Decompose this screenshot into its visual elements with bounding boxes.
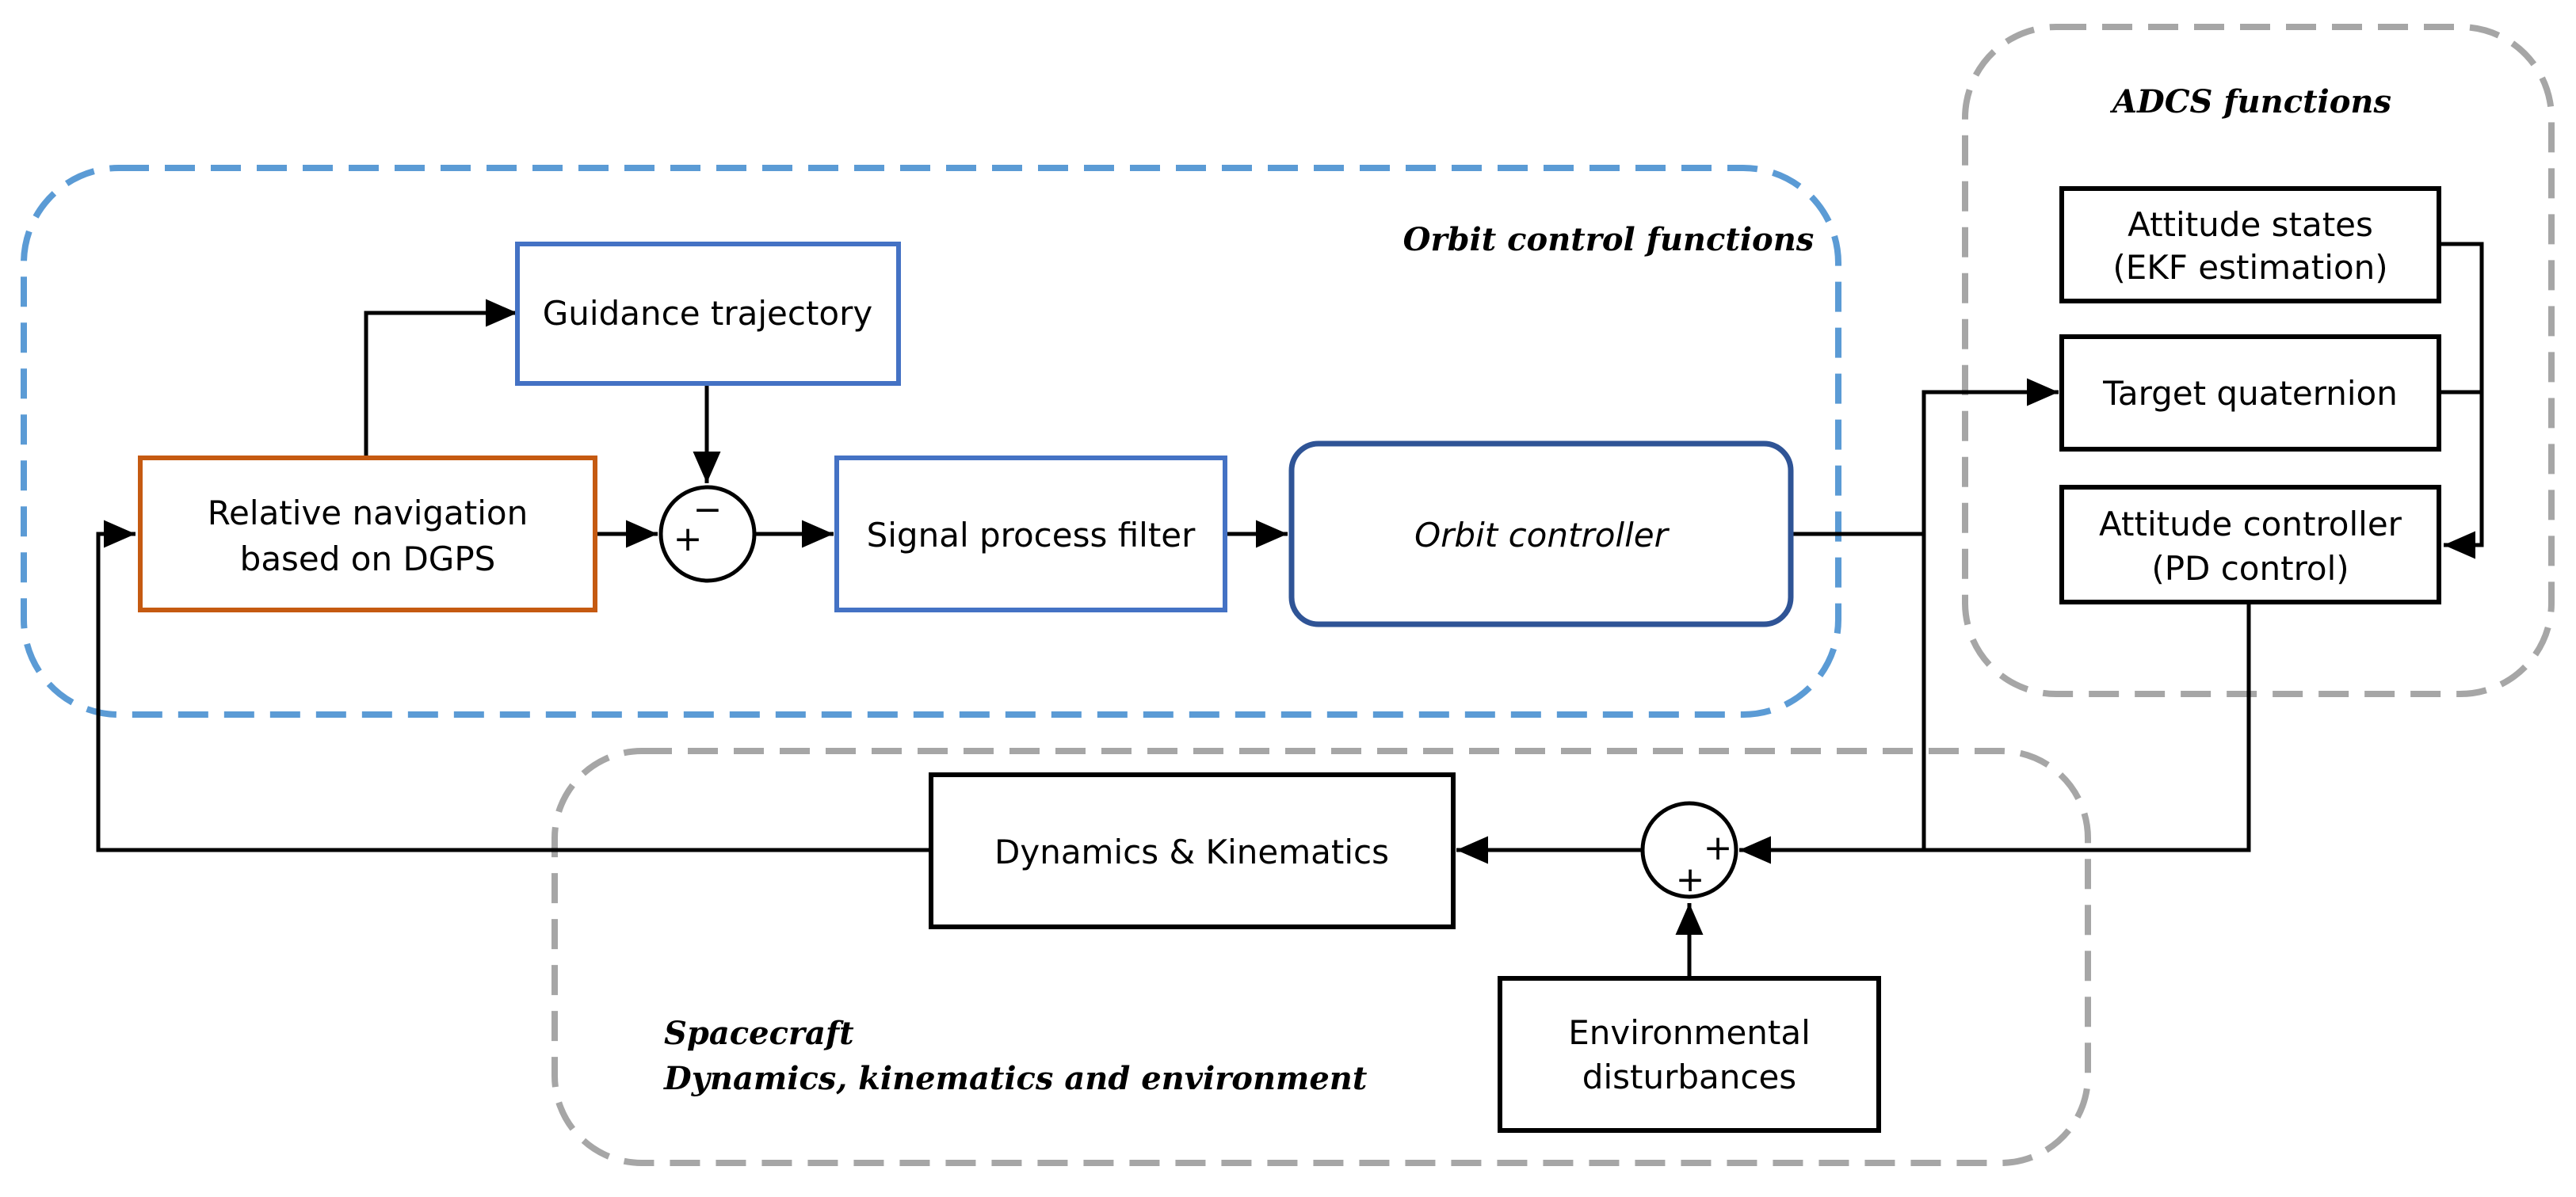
- relative-navigation-sublabel: based on DGPS: [240, 539, 496, 578]
- environmental-disturbances-block: Environmental disturbances: [1498, 976, 1881, 1133]
- error-summing-junction: − +: [658, 485, 757, 583]
- dynamics-kinematics-block: Dynamics & Kinematics: [929, 772, 1456, 929]
- attitude-controller-sublabel: (PD control): [2151, 549, 2349, 588]
- signal-process-filter-block: Signal process filter: [834, 456, 1227, 612]
- orbit-controller-label: Orbit controller: [1414, 516, 1670, 555]
- error-sum-minus-sign: −: [693, 490, 723, 530]
- wire-dynamics-feedback-to-navigation: [96, 520, 931, 852]
- wire-navigation-to-guidance: [364, 299, 517, 458]
- adcs-group-title: ADCS functions: [2109, 83, 2391, 120]
- attitude-states-label: Attitude states: [2128, 205, 2373, 244]
- target-quaternion-label: Target quaternion: [2102, 374, 2398, 413]
- relative-navigation-label: Relative navigation: [208, 494, 528, 532]
- guidance-trajectory-label: Guidance trajectory: [543, 294, 873, 333]
- error-sum-plus-sign: +: [674, 519, 703, 559]
- disturbance-sum-plus-bottom: +: [1676, 860, 1705, 900]
- spacecraft-group-subtitle: Dynamics, kinematics and environment: [663, 1060, 1368, 1097]
- attitude-states-block: Attitude states (EKF estimation): [2059, 186, 2441, 303]
- orbit-control-group-title: Orbit control functions: [1403, 221, 1815, 258]
- wire-attitude-states-to-controller: [2439, 242, 2484, 559]
- spacecraft-group-title: Spacecraft: [664, 1015, 854, 1052]
- attitude-controller-block: Attitude controller (PD control): [2059, 485, 2441, 604]
- environmental-disturbances-label: Environmental: [1568, 1013, 1811, 1052]
- dynamics-kinematics-label: Dynamics & Kinematics: [994, 833, 1389, 871]
- target-quaternion-block: Target quaternion: [2059, 334, 2441, 452]
- disturbance-summing-junction: + +: [1640, 801, 1738, 900]
- spacecraft-group-region: [551, 748, 2091, 1166]
- wire-orbit-controller-to-target-quaternion: [1922, 378, 2059, 534]
- attitude-states-sublabel: (EKF estimation): [2112, 248, 2387, 287]
- environmental-disturbances-sublabel: disturbances: [1582, 1058, 1796, 1096]
- disturbance-sum-plus-right: +: [1704, 828, 1733, 868]
- signal-process-filter-label: Signal process filter: [867, 516, 1196, 555]
- relative-navigation-block: Relative navigation based on DGPS: [138, 456, 597, 612]
- wire-attitude-controller-to-disturbance-sum: [1739, 602, 2251, 864]
- attitude-controller-label: Attitude controller: [2099, 505, 2402, 543]
- orbit-control-group-region: [21, 165, 1841, 718]
- orbit-controller-block: Orbit controller: [1288, 440, 1794, 627]
- guidance-trajectory-block: Guidance trajectory: [515, 242, 901, 386]
- adcs-group-region: [1962, 24, 2555, 697]
